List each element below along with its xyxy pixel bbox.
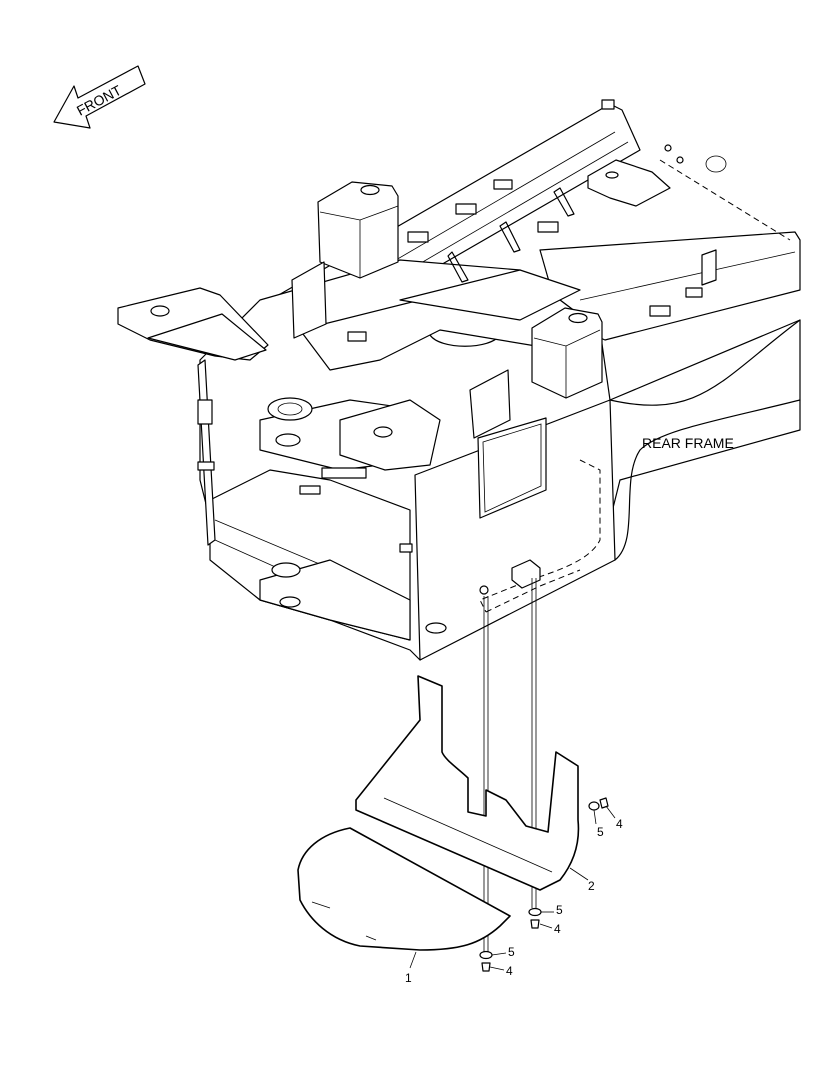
callout-4-left: 4 <box>506 964 513 978</box>
callout-5-right: 5 <box>597 825 604 839</box>
washer-5-right <box>588 801 600 811</box>
rear-frame-label: REAR FRAME <box>642 435 734 451</box>
rear-frame <box>117 99 801 661</box>
washer-5-middle <box>528 907 542 917</box>
bolt-4-middle <box>530 919 540 929</box>
bolt-4-left <box>481 962 491 972</box>
callout-4-right: 4 <box>616 817 623 831</box>
leader-lines <box>409 805 616 971</box>
front-arrow: FRONT <box>53 65 146 129</box>
bolt-4-right <box>599 797 609 809</box>
callout-4-middle: 4 <box>554 922 561 936</box>
under-cover-2[interactable] <box>355 675 580 891</box>
callout-5-middle: 5 <box>556 903 563 917</box>
under-cover-1[interactable] <box>297 827 511 951</box>
callout-1: 1 <box>405 971 412 985</box>
attachment-lines <box>483 578 537 952</box>
callout-5-left: 5 <box>508 945 515 959</box>
callout-2: 2 <box>588 879 595 893</box>
washer-5-left <box>479 950 493 960</box>
